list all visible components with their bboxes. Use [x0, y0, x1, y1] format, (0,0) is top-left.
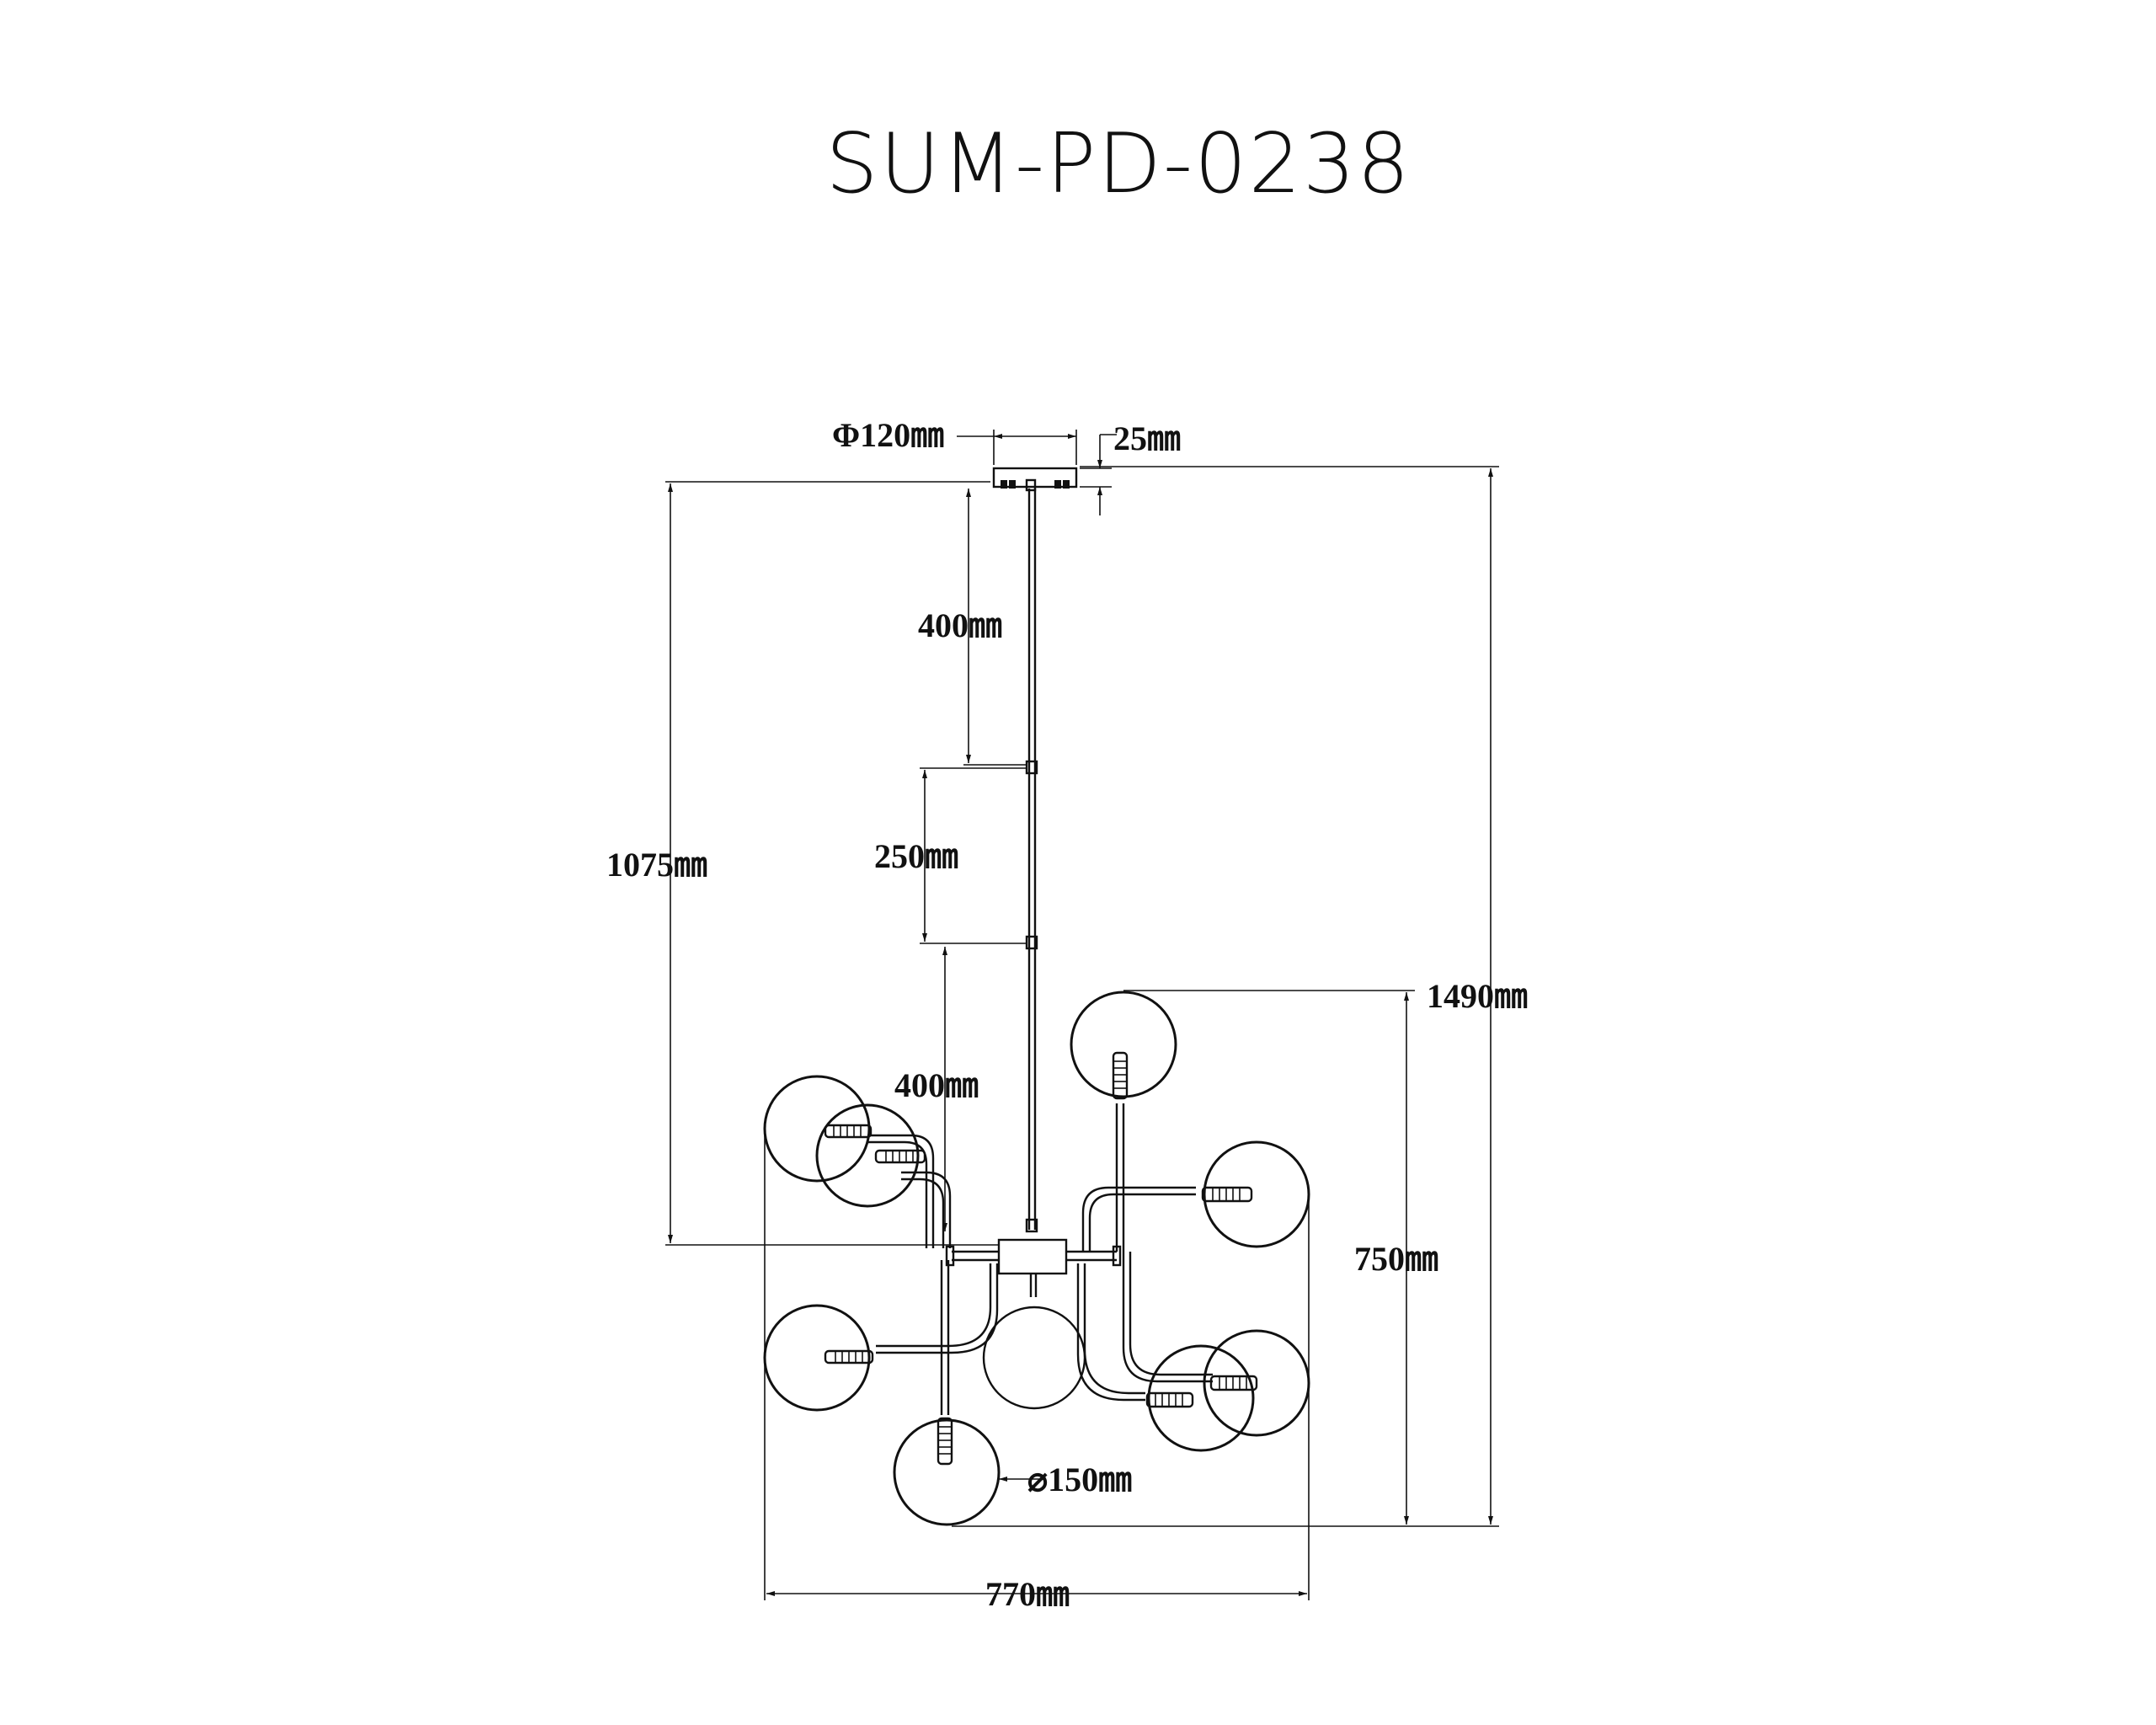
lamp-arms [867, 1103, 1213, 1415]
socket-left-bottom [824, 1349, 874, 1365]
globe-bottom [893, 1418, 1001, 1526]
globe-right-low-inner [1147, 1344, 1255, 1452]
dimension-labels: Φ120㎜ 25㎜ 400㎜ 250㎜ 400㎜ 1075㎜ 1490㎜ 750… [606, 416, 1528, 1613]
socket-top-right [1112, 1051, 1129, 1100]
suspension-rod [1025, 489, 1038, 1233]
socket-right-low-inner [1145, 1391, 1194, 1408]
socket-left-top [824, 1124, 873, 1139]
glass-globes [763, 991, 1310, 1526]
dimension-lines [665, 430, 1499, 1600]
label-total-width: 770㎜ [985, 1575, 1070, 1613]
label-drop-length: 1075㎜ [606, 846, 707, 884]
socket-left-top-inner [874, 1149, 926, 1164]
model-title: SUM-PD-0238 [825, 116, 1411, 212]
label-rod-upper: 400㎜ [918, 606, 1002, 644]
label-globe-diameter: ⌀150㎜ [1027, 1461, 1132, 1498]
socket-right-mid [1201, 1186, 1253, 1203]
socket-right-low [1209, 1375, 1258, 1391]
label-rod-lower: 400㎜ [894, 1066, 979, 1104]
label-body-height: 750㎜ [1354, 1240, 1438, 1278]
label-rod-middle: 250㎜ [874, 837, 958, 875]
globe-left-bottom [763, 1304, 871, 1412]
canopy [992, 467, 1078, 492]
socket-bottom [937, 1417, 953, 1466]
globe-right-mid [1203, 1140, 1310, 1248]
bulb-sockets [824, 1051, 1258, 1466]
label-total-height: 1490㎜ [1427, 977, 1528, 1015]
label-canopy-height: 25㎜ [1113, 419, 1181, 457]
label-canopy-diameter: Φ120㎜ [832, 416, 944, 454]
central-hub [945, 1238, 1122, 1410]
globe-left-top-inner [815, 1103, 920, 1208]
globe-top-right [1070, 991, 1177, 1098]
